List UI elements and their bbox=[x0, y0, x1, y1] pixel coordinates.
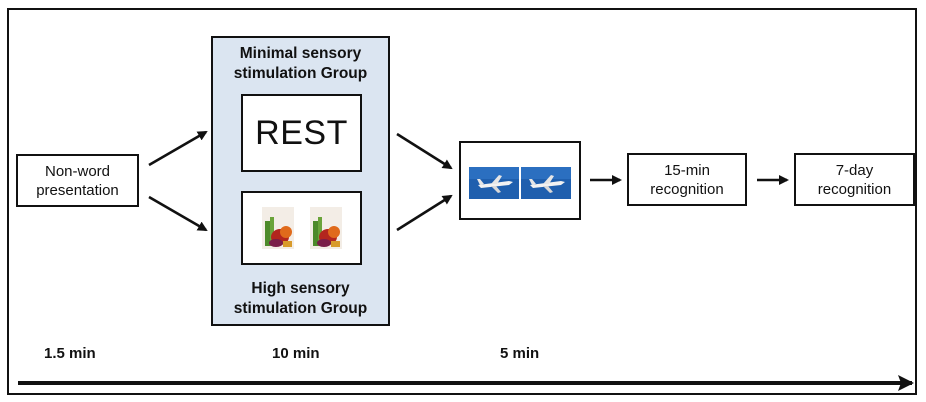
recognition-7day-box: 7-day recognition bbox=[794, 153, 915, 206]
recognition-15min-label: 15-min recognition bbox=[650, 161, 724, 198]
high-group-title: High sensory stimulation Group bbox=[233, 280, 368, 317]
timeline-label-3: 5 min bbox=[500, 345, 540, 362]
nonword-presentation-box: Non-word presentation bbox=[16, 154, 139, 207]
arrow-nonword-to-minimal bbox=[148, 130, 208, 167]
arrow-high-to-airplane bbox=[396, 194, 453, 232]
arrow-nonword-to-high bbox=[148, 195, 208, 232]
nonword-presentation-label: Non-word presentation bbox=[36, 162, 119, 199]
vegetables-box bbox=[241, 191, 362, 265]
vegetables-photo-icon bbox=[262, 207, 294, 249]
airplane-photo-icon bbox=[521, 167, 571, 199]
airplane-photo-icon bbox=[469, 167, 519, 199]
recognition-7day-label: 7-day recognition bbox=[817, 161, 892, 198]
timeline-label-1: 1.5 min bbox=[44, 345, 96, 362]
stimulation-group-panel: Minimal sensory stimulation Group REST bbox=[211, 36, 390, 326]
vegetables-photo-icon bbox=[310, 207, 342, 249]
diagram-frame bbox=[7, 8, 917, 395]
airplane-images bbox=[469, 167, 571, 199]
recognition-15min-box: 15-min recognition bbox=[627, 153, 747, 206]
arrow-minimal-to-airplane bbox=[396, 132, 453, 170]
airplane-box bbox=[459, 141, 581, 220]
timeline-label-2: 10 min bbox=[272, 345, 320, 362]
minimal-group-title: Minimal sensory stimulation Group bbox=[233, 45, 368, 82]
vegetables-images bbox=[262, 207, 342, 249]
rest-box: REST bbox=[241, 94, 362, 172]
